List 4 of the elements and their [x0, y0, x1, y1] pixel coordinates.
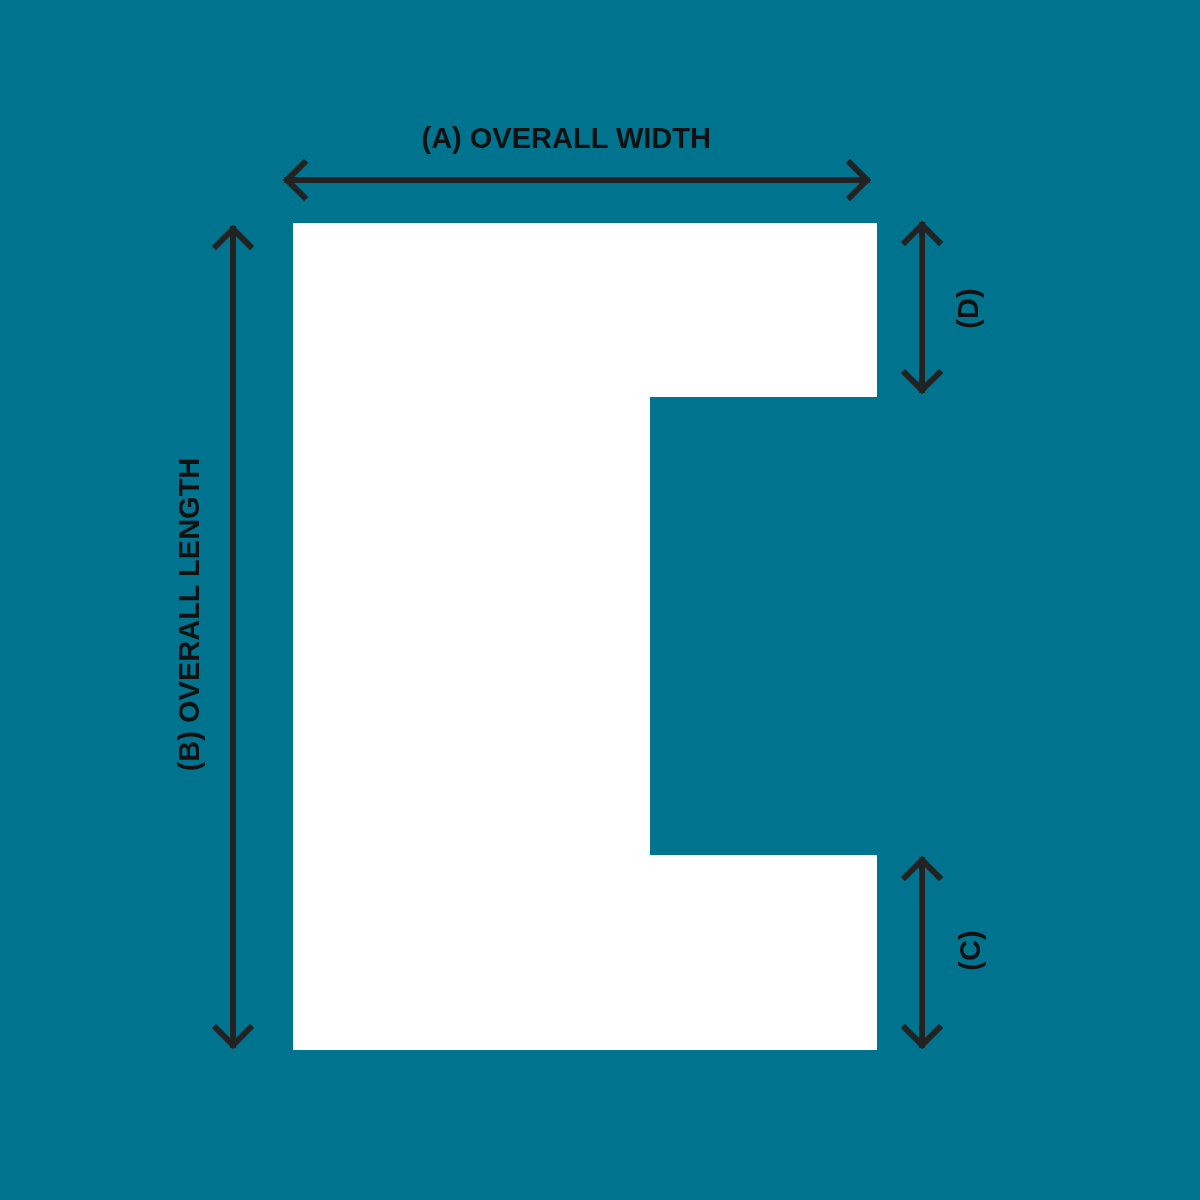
- dimension-label: (A) OVERALL WIDTH: [421, 123, 711, 153]
- dimension-label: (D): [953, 287, 983, 329]
- dimension-label: (B) OVERALL LENGTH: [175, 457, 205, 771]
- dimension-label: (C): [955, 929, 985, 971]
